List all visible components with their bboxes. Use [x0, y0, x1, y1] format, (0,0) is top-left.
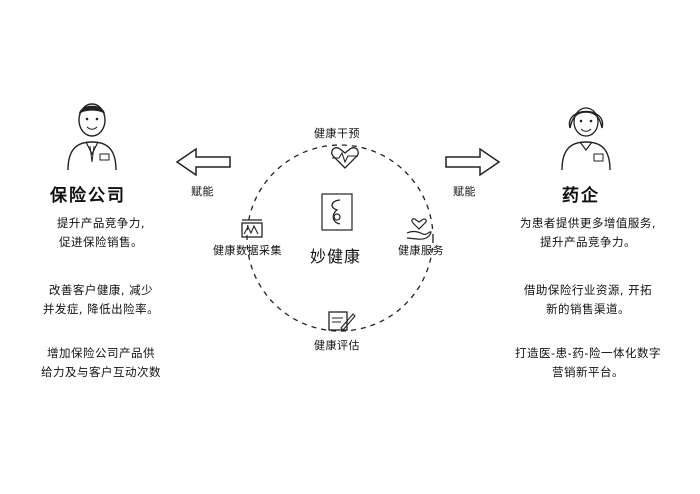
- clipboard-pen-icon: [328, 311, 356, 331]
- left-paragraph-3: 增加保险公司产品供 给力及与客户互动次数: [41, 346, 161, 379]
- left-title: 保险公司: [50, 186, 126, 206]
- miao-logo-icon: [321, 193, 353, 231]
- left-arrow-label: 赋能: [191, 185, 214, 198]
- heart-pulse-icon: [331, 147, 359, 169]
- left-arrow-icon: [175, 147, 231, 177]
- left-paragraph-1: 提升产品竞争力, 促进保险销售。: [56, 216, 146, 249]
- left-paragraph-2: 改善客户健康, 减少 并发症, 降低出险率。: [42, 283, 160, 316]
- node-bottom-label: 健康评估: [314, 339, 360, 352]
- node-top-label: 健康干预: [314, 127, 360, 140]
- node-right-label: 健康服务: [398, 244, 444, 257]
- monitor-chart-icon: [241, 219, 263, 238]
- right-arrow-label: 赋能: [453, 185, 476, 198]
- right-paragraph-1: 为患者提供更多增值服务, 提升产品竞争力。: [519, 216, 657, 249]
- node-left-label: 健康数据采集: [213, 244, 282, 257]
- right-arrow-icon: [445, 147, 501, 177]
- hand-heart-icon: [406, 218, 432, 240]
- right-paragraph-3: 打造医-患-药-险一体化数字 营销新平台。: [515, 346, 661, 379]
- right-paragraph-2: 借助保险行业资源, 开拓 新的销售渠道。: [523, 283, 653, 316]
- pharma-woman-icon: [561, 107, 611, 171]
- center-label: 妙健康: [310, 247, 362, 266]
- right-title: 药企: [562, 186, 600, 206]
- insurance-man-icon: [67, 103, 117, 171]
